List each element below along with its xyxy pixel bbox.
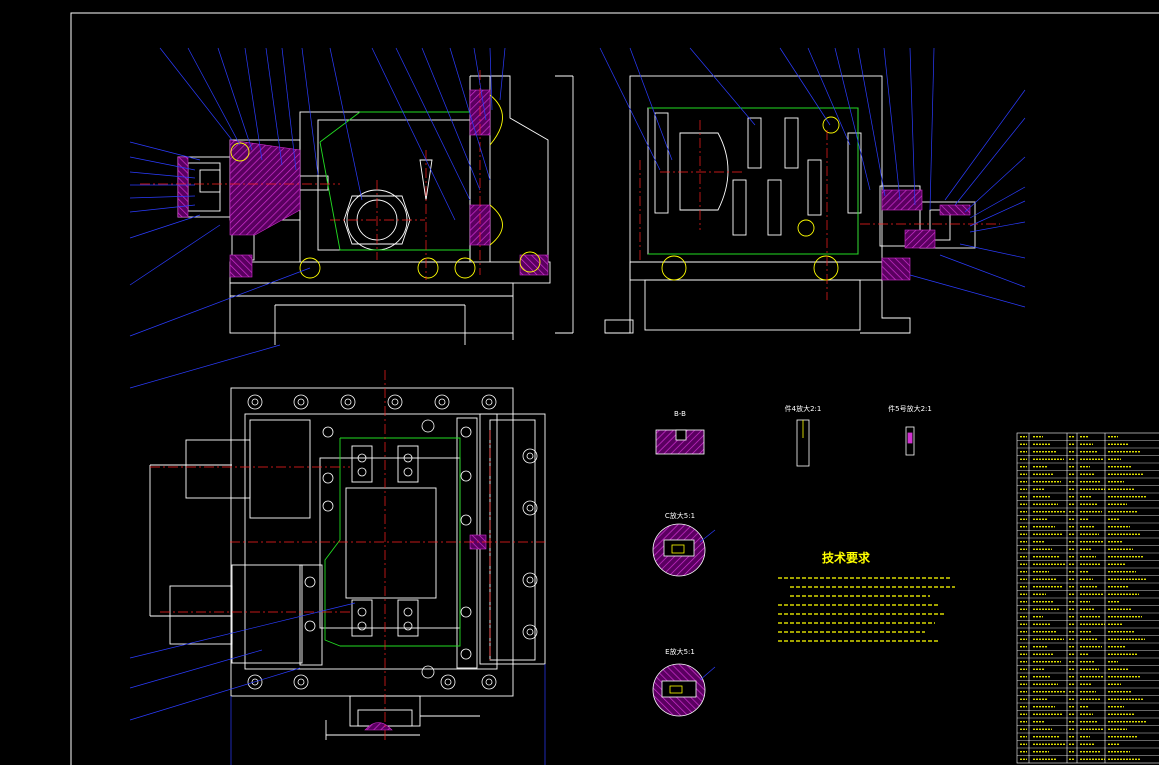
detail-circle-e	[652, 663, 716, 717]
top-view	[149, 387, 546, 740]
label-section-bb: B-B	[674, 410, 686, 418]
technical-requirements-body	[778, 577, 955, 642]
front-view-hidden	[319, 111, 470, 251]
label-detail-pin-1: 件4放大2:1	[785, 404, 822, 413]
side-view	[604, 75, 976, 334]
top-view-bolt-holes	[247, 394, 538, 690]
parts-list-rows	[1017, 440, 1159, 756]
detail-section-bb	[655, 429, 705, 455]
side-view-hidden	[648, 107, 859, 255]
label-detail-c: C放大5:1	[665, 511, 695, 520]
front-view-centerlines	[140, 70, 481, 280]
label-detail-e: E放大5:1	[665, 647, 695, 656]
technical-requirements-title: 技术要求	[822, 550, 871, 565]
side-view-leaders	[599, 47, 1026, 308]
front-view-sections	[177, 89, 549, 278]
side-view-highlights	[661, 116, 840, 281]
top-view-sections	[364, 534, 487, 731]
detail-pin-1	[796, 419, 810, 467]
parts-list-entries	[1020, 436, 1147, 760]
detail-circle-c	[652, 523, 716, 577]
top-view-centerlines	[150, 370, 545, 740]
top-view-dimension-extents	[129, 602, 546, 765]
sheet-border	[70, 12, 1159, 765]
side-view-sections	[881, 189, 971, 281]
front-view-leaders	[129, 47, 506, 389]
label-detail-pin-2: 件5号放大2:1	[888, 404, 932, 413]
front-view-highlights	[230, 94, 541, 279]
side-view-centerlines	[639, 120, 1000, 300]
detail-pin-2	[905, 426, 915, 456]
